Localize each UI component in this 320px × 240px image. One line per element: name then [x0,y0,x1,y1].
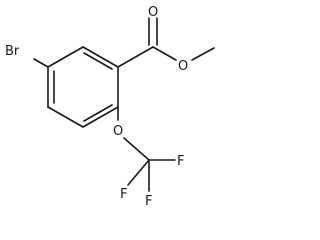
bond-cf3-carbon-f-left [127,159,150,186]
bond-c3-br [33,58,49,68]
ring-bond-c5-c6 [82,106,119,128]
carbonyl-oxygen-label: O [148,5,158,20]
ring-bond-c4-c5 [47,106,84,128]
bond-carbonyl-c-ester-o [152,46,177,61]
ring-double-bond-c1-c2 [83,52,113,70]
bond-ester-o-methyl [191,47,215,61]
fluorine-left-label: F [120,187,127,202]
ring-double-bond-c5-c6 [83,104,113,122]
ester-oxygen-label: O [178,59,188,74]
bond-c1-carbonyl-carbon [117,46,154,68]
bromine-atom-label: Br [5,44,20,59]
fluorine-top-label: F [177,154,184,169]
bond-ether-o-cf3-carbon [123,137,150,161]
fluorine-right-label: F [145,194,152,209]
ring-bond-c2-c3 [47,46,84,68]
ring-bond-c1-c2 [82,46,119,68]
ether-oxygen-label: O [113,124,123,139]
benzene-ring [47,46,119,128]
molecule-structure: Br O O O F F F [5,5,215,209]
